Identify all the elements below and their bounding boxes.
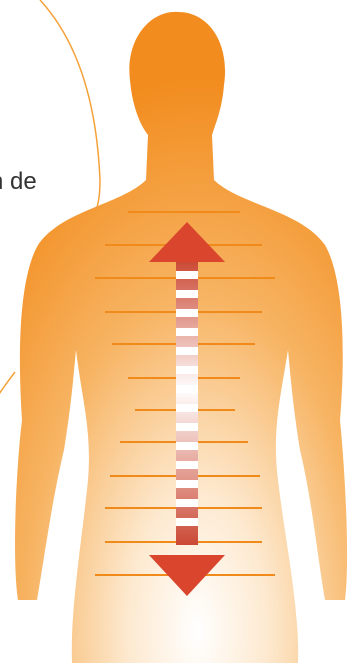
arrow-shaft (176, 262, 198, 545)
callout-arc-top (40, 0, 100, 210)
callout-arc-bottom (0, 372, 15, 400)
caption-fragment: n de (0, 168, 37, 196)
